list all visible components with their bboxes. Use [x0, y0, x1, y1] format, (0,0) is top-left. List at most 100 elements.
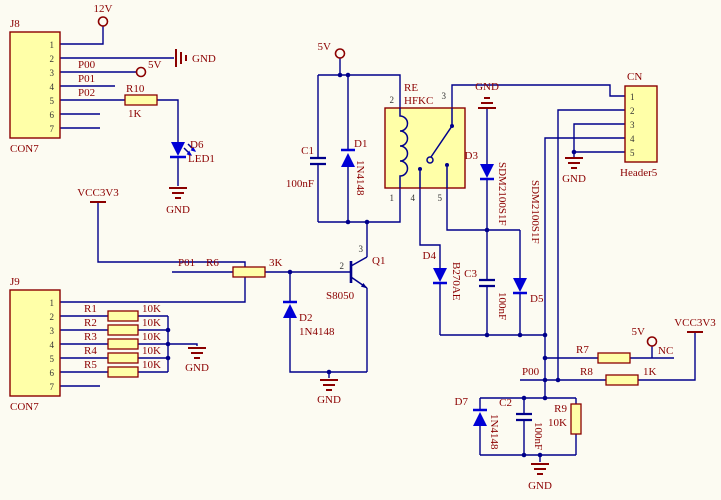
q1-value: S8050 [326, 290, 355, 302]
j8-type: CON7 [10, 143, 39, 155]
j9-pin-7: 7 [50, 382, 55, 392]
r1-ref: R1 [84, 303, 97, 315]
relay-pin-1: 1 [390, 193, 395, 203]
relay-pin-5: 5 [438, 193, 443, 203]
wire-coil-region [317, 58, 401, 223]
j9-pin-2: 2 [50, 312, 55, 322]
r6-ref: R6 [206, 257, 219, 269]
q1-collector [350, 256, 368, 267]
r3-value: 10K [142, 331, 161, 343]
relay-contact-common [450, 124, 454, 128]
diode-d1 [341, 153, 355, 167]
gnd-label-cn: GND [562, 173, 586, 185]
cn-pin-1: 1 [630, 92, 635, 102]
wire-j8-region [60, 26, 179, 186]
r6-value: 3K [269, 257, 283, 269]
resistor-r10 [124, 94, 158, 106]
capacitors [310, 156, 532, 422]
r4-ref: R4 [84, 345, 97, 357]
junction-dots [165, 72, 577, 458]
j8-body [9, 31, 61, 139]
net-p01-label-center: P01 [178, 257, 195, 269]
q1-base-pin: 2 [340, 261, 345, 271]
r7-ref: R7 [576, 344, 589, 356]
power-5v-symbol-j8 [135, 66, 147, 78]
labels: J8 CON7 1 2 3 4 5 6 7 12V GND 5V P00 P01… [10, 3, 716, 492]
cn-pin-4: 4 [630, 134, 635, 144]
r2-value: 10K [142, 317, 161, 329]
d2-ref: D2 [299, 312, 312, 324]
capacitor-c2 [516, 412, 532, 422]
d5-ref: D5 [530, 293, 544, 305]
c1-ref: C1 [301, 145, 314, 157]
d7-value: 1N4148 [488, 414, 500, 450]
j9-ref: J9 [10, 276, 20, 288]
r3-ref: R3 [84, 331, 97, 343]
j8-ref: J8 [10, 18, 20, 30]
d4-ref: D4 [423, 250, 437, 262]
j9-pin-4: 4 [50, 340, 55, 350]
r4-value: 10K [142, 345, 161, 357]
d1-ref: D1 [354, 138, 367, 150]
power-12v-symbol [97, 16, 109, 27]
connector-cn [624, 85, 658, 163]
wire-driver-region [172, 222, 368, 378]
wire-bottom-right-region [479, 332, 696, 462]
gnd-symbol-led [169, 187, 187, 199]
d4-value: B270AE [450, 262, 462, 301]
d2-value: 1N4148 [299, 326, 335, 338]
j8-pin-5: 5 [50, 96, 55, 106]
gnd-label-q1: GND [317, 394, 341, 406]
q1-ref: Q1 [372, 255, 385, 267]
connector-j9 [9, 289, 61, 397]
power-vcc3v3-label-right: VCC3V3 [674, 317, 716, 329]
c1-value: 100nF [286, 178, 314, 190]
power-5v-label-top: 5V [318, 41, 332, 53]
cn-type: Header5 [620, 167, 658, 179]
power-5v-symbol-right [646, 336, 658, 347]
power-vcc3v3-label-left: VCC3V3 [77, 187, 119, 199]
c3-ref: C3 [464, 268, 477, 280]
resistor-r8 [605, 374, 639, 386]
capacitor-c3 [479, 278, 495, 288]
gnd-label-j9: GND [185, 362, 209, 374]
relay-contact-nc [445, 163, 449, 167]
d6-value: LED1 [188, 153, 215, 165]
resistor-r3 [107, 338, 139, 350]
r5-ref: R5 [84, 359, 97, 371]
diode-d3 [480, 164, 494, 178]
gnd-label-led: GND [166, 204, 190, 216]
cn-pin-2: 2 [630, 106, 635, 116]
wire-vcc-j9-region [60, 202, 246, 387]
diode-d2 [283, 304, 297, 318]
diode-d4 [433, 268, 447, 282]
resistors [107, 94, 639, 435]
r9-ref: R9 [554, 403, 567, 415]
gnd-symbol-j9 [188, 347, 206, 359]
resistor-r9 [570, 403, 582, 435]
net-p00-label-j8: P00 [78, 59, 96, 71]
r2-ref: R2 [84, 317, 97, 329]
r10-value: 1K [128, 108, 142, 120]
diode-d5 [513, 278, 527, 292]
relay-ref: RE [404, 82, 418, 94]
resistor-r7 [597, 352, 631, 364]
d3-ref: D3 [465, 150, 479, 162]
power-12v-label: 12V [94, 3, 113, 15]
resistor-r4 [107, 352, 139, 364]
ground-symbols [169, 49, 583, 475]
relay-pivot [426, 156, 434, 164]
gnd-label-top: GND [475, 81, 499, 93]
wire-cn-region [544, 109, 625, 398]
relay-value: HFKC [404, 95, 433, 107]
net-p01-label-j8: P01 [78, 73, 95, 85]
connector-j8 [9, 31, 61, 139]
d7-ref: D7 [455, 396, 469, 408]
j9-body [9, 289, 61, 397]
j8-pin-7: 7 [50, 124, 55, 134]
cn-ref: CN [627, 71, 642, 83]
power-5v-symbol-top [334, 48, 346, 59]
d3-value: SDM2100S1F [496, 162, 508, 226]
gnd-symbol-q1 [320, 379, 338, 391]
j8-pin-1: 1 [50, 40, 55, 50]
